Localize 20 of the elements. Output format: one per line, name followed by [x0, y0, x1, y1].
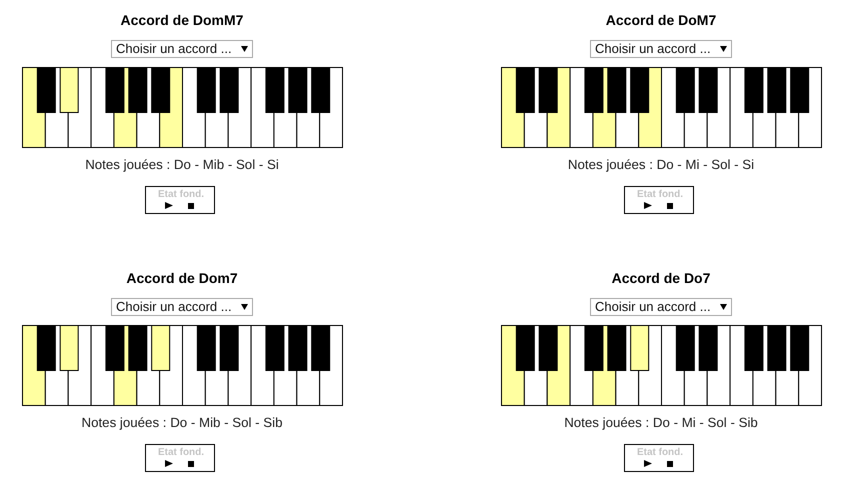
notes-played-text: Notes jouées : Do - Mi - Sol - Si [568, 157, 754, 173]
status-text: Etat fond. [158, 447, 204, 459]
notes-played-text: Notes jouées : Do - Mib - Sol - Sib [82, 415, 282, 431]
chord-select: Choisir un accord ... [111, 40, 253, 58]
status-text: Etat fond. [636, 189, 684, 201]
audio-player [624, 444, 694, 472]
audio-player [624, 186, 694, 214]
chord-select: Choisir un accord ... [111, 298, 253, 316]
audio-player [145, 444, 215, 472]
chord-title: Accord de DomM7 [120, 12, 244, 28]
status-text: Etat fond. [636, 447, 684, 459]
chord-select: Choisir un accord ... [590, 298, 732, 316]
chord-select: Choisir un accord ... [590, 40, 732, 58]
notes-played-text: Notes jouées : Do - Mi - Sol - Sib [564, 415, 758, 431]
chord-title: Accord de DoM7 [606, 12, 716, 28]
notes-played-text: Notes jouées : Do - Mib - Sol - Si [85, 157, 279, 173]
chord-title: Accord de Do7 [612, 270, 710, 286]
status-text: Etat fond. [158, 189, 204, 201]
audio-player [145, 186, 215, 214]
chord-title: Accord de Dom7 [126, 270, 238, 286]
